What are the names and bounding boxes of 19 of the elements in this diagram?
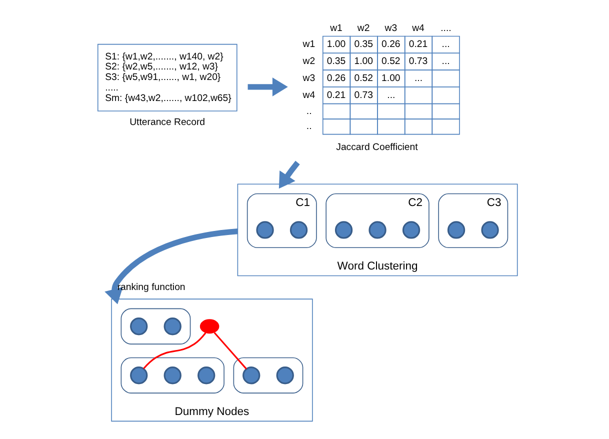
node-label: w2 bbox=[302, 56, 315, 68]
edge-label: ranking function bbox=[116, 282, 185, 293]
node-label: w3 bbox=[384, 23, 397, 34]
node-label: w4 bbox=[412, 23, 424, 34]
node-label: Jaccard Coefficient bbox=[336, 142, 418, 154]
node-label: C3 bbox=[486, 197, 501, 209]
node-label: .. bbox=[306, 106, 312, 117]
node-label: w1 bbox=[330, 23, 342, 34]
node-label: w2 bbox=[356, 23, 370, 34]
node-label: Dummy Nodes bbox=[174, 406, 249, 418]
node-label: .. bbox=[306, 121, 312, 132]
node-label: w3 bbox=[302, 72, 315, 84]
node-label: Utterance Record bbox=[129, 117, 205, 128]
node-label: .... bbox=[440, 23, 451, 34]
node-label: C1 bbox=[295, 197, 310, 209]
node-label: w1 bbox=[302, 39, 315, 50]
node-label: Word Clustering bbox=[336, 260, 418, 272]
node-label: w4 bbox=[302, 90, 315, 101]
node-label: C2 bbox=[408, 197, 422, 209]
